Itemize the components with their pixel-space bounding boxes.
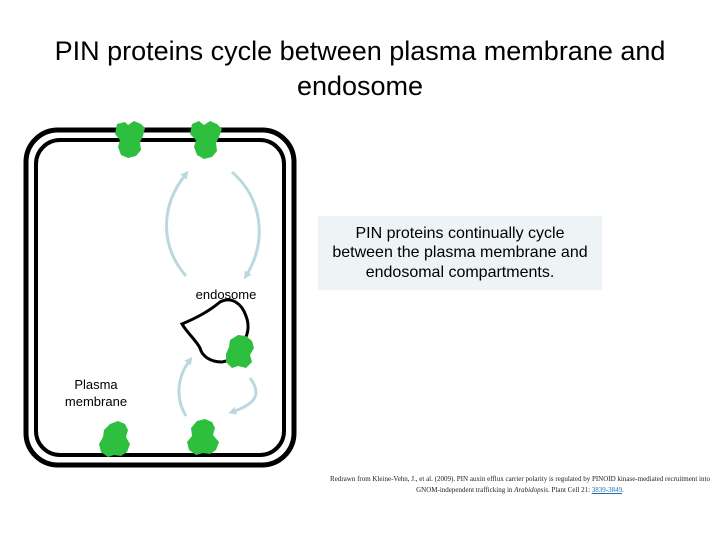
citation-end: . [622, 486, 624, 494]
caption-box: PIN proteins continually cycle between t… [318, 216, 602, 290]
pin-protein-bottom-left [99, 421, 130, 457]
citation-species: Arabidopsis [514, 486, 549, 494]
pin-protein-top-left [115, 121, 145, 158]
pin-protein-endosome [226, 335, 254, 368]
citation-link[interactable]: 3839-3849 [591, 486, 623, 494]
endosome-label: endosome [195, 287, 257, 302]
pin-protein-top-right [190, 121, 222, 159]
plasma-membrane-outer [23, 127, 297, 468]
citation-text-2: . Plant Cell 21: [548, 486, 592, 494]
arrow-lower-up [177, 356, 193, 417]
pin-protein-bottom-right [187, 419, 219, 455]
citation: Redrawn from Kleine-Vehn, J., et al. (20… [320, 474, 720, 496]
arrow-lower-down [228, 377, 258, 415]
plasma-membrane-label: Plasma membrane [64, 377, 128, 409]
slide-title: PIN proteins cycle between plasma membra… [54, 36, 666, 101]
citation-text-1: Redrawn from Kleine-Vehn, J., et al. (20… [330, 475, 710, 494]
arrow-exocytosis [231, 170, 261, 280]
arrow-endocytosis [165, 170, 189, 277]
caption-text: PIN proteins continually cycle between t… [332, 224, 588, 281]
plasma-membrane-inner [34, 138, 286, 457]
